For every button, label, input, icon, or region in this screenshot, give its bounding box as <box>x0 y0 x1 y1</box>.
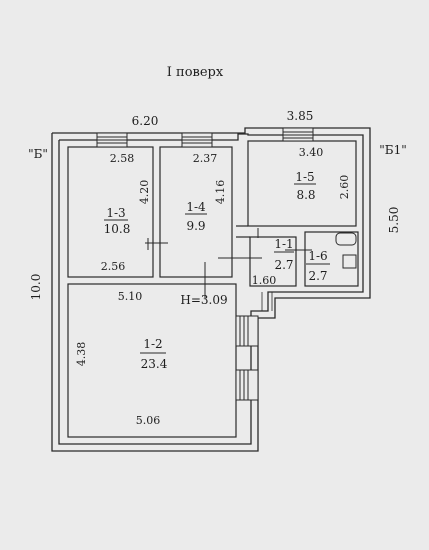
window-top-2 <box>181 132 213 148</box>
dim-room-1-2-bottom: 5.06 <box>136 414 161 427</box>
toilet-icon <box>342 254 357 269</box>
dim-room-1-5-side: 2.60 <box>338 175 351 200</box>
room-1-3: 1-3 10.8 <box>104 206 131 236</box>
room-1-1-area: 2.7 <box>274 258 293 272</box>
dim-room-1-4-top: 2.37 <box>193 152 218 165</box>
door-marks <box>145 228 312 298</box>
window-top-3 <box>282 127 314 142</box>
room-1-1: 1-1 2.7 <box>274 237 294 272</box>
label-letter-b: "Б" <box>28 147 48 161</box>
fixtures <box>335 232 357 269</box>
room-1-2: 1-2 23.4 <box>140 337 168 371</box>
dim-room-1-2-top: 5.10 <box>118 290 143 303</box>
room-1-4-id: 1-4 <box>186 200 206 214</box>
window-top-1 <box>96 132 128 148</box>
room-1-3-id: 1-3 <box>106 206 125 220</box>
room-1-2-outline <box>67 283 237 438</box>
room-1-6-area: 2.7 <box>308 269 327 283</box>
label-letter-b1: "Б1" <box>379 143 407 157</box>
room-1-4: 1-4 9.9 <box>185 200 207 233</box>
dim-top-left-width: 6.20 <box>132 114 159 128</box>
dim-room-1-5-top: 3.40 <box>299 146 324 159</box>
room-1-6-id: 1-6 <box>308 249 327 263</box>
dim-right-height: 5.50 <box>387 207 401 234</box>
dim-room-1-2-side: 4.38 <box>75 342 88 367</box>
room-1-3-area: 10.8 <box>104 222 131 236</box>
room-1-5-id: 1-5 <box>295 170 314 184</box>
room-1-1-id: 1-1 <box>274 237 293 251</box>
room-1-6-outline <box>304 231 359 287</box>
dim-room-1-3-side: 4.20 <box>138 180 151 205</box>
room-1-2-area: 23.4 <box>141 357 168 371</box>
dim-room-1-4-side: 4.16 <box>214 180 227 205</box>
dim-top-right-width: 3.85 <box>287 109 314 123</box>
floor-title: I поверх <box>167 65 224 80</box>
outer-walls <box>51 127 371 452</box>
room-1-5-area: 8.8 <box>296 188 315 202</box>
dim-room-1-1-width: 1.60 <box>252 274 277 287</box>
sink-icon <box>335 232 357 246</box>
dim-room-1-3-bottom: 2.56 <box>101 260 126 273</box>
room-1-2-id: 1-2 <box>143 337 162 351</box>
window-right-1 <box>235 315 259 347</box>
window-right-2 <box>235 369 259 401</box>
room-1-5: 1-5 8.8 <box>294 170 316 202</box>
windows <box>96 127 314 401</box>
room-1-6: 1-6 2.7 <box>306 249 330 283</box>
dim-room-1-3-top: 2.58 <box>110 152 135 165</box>
room-1-4-area: 9.9 <box>186 219 205 233</box>
entrance-hatch <box>261 292 273 311</box>
room-1-1-outline <box>249 236 297 287</box>
dim-left-total-height: 10.0 <box>29 274 43 301</box>
ceiling-height: H=3.09 <box>180 293 227 307</box>
